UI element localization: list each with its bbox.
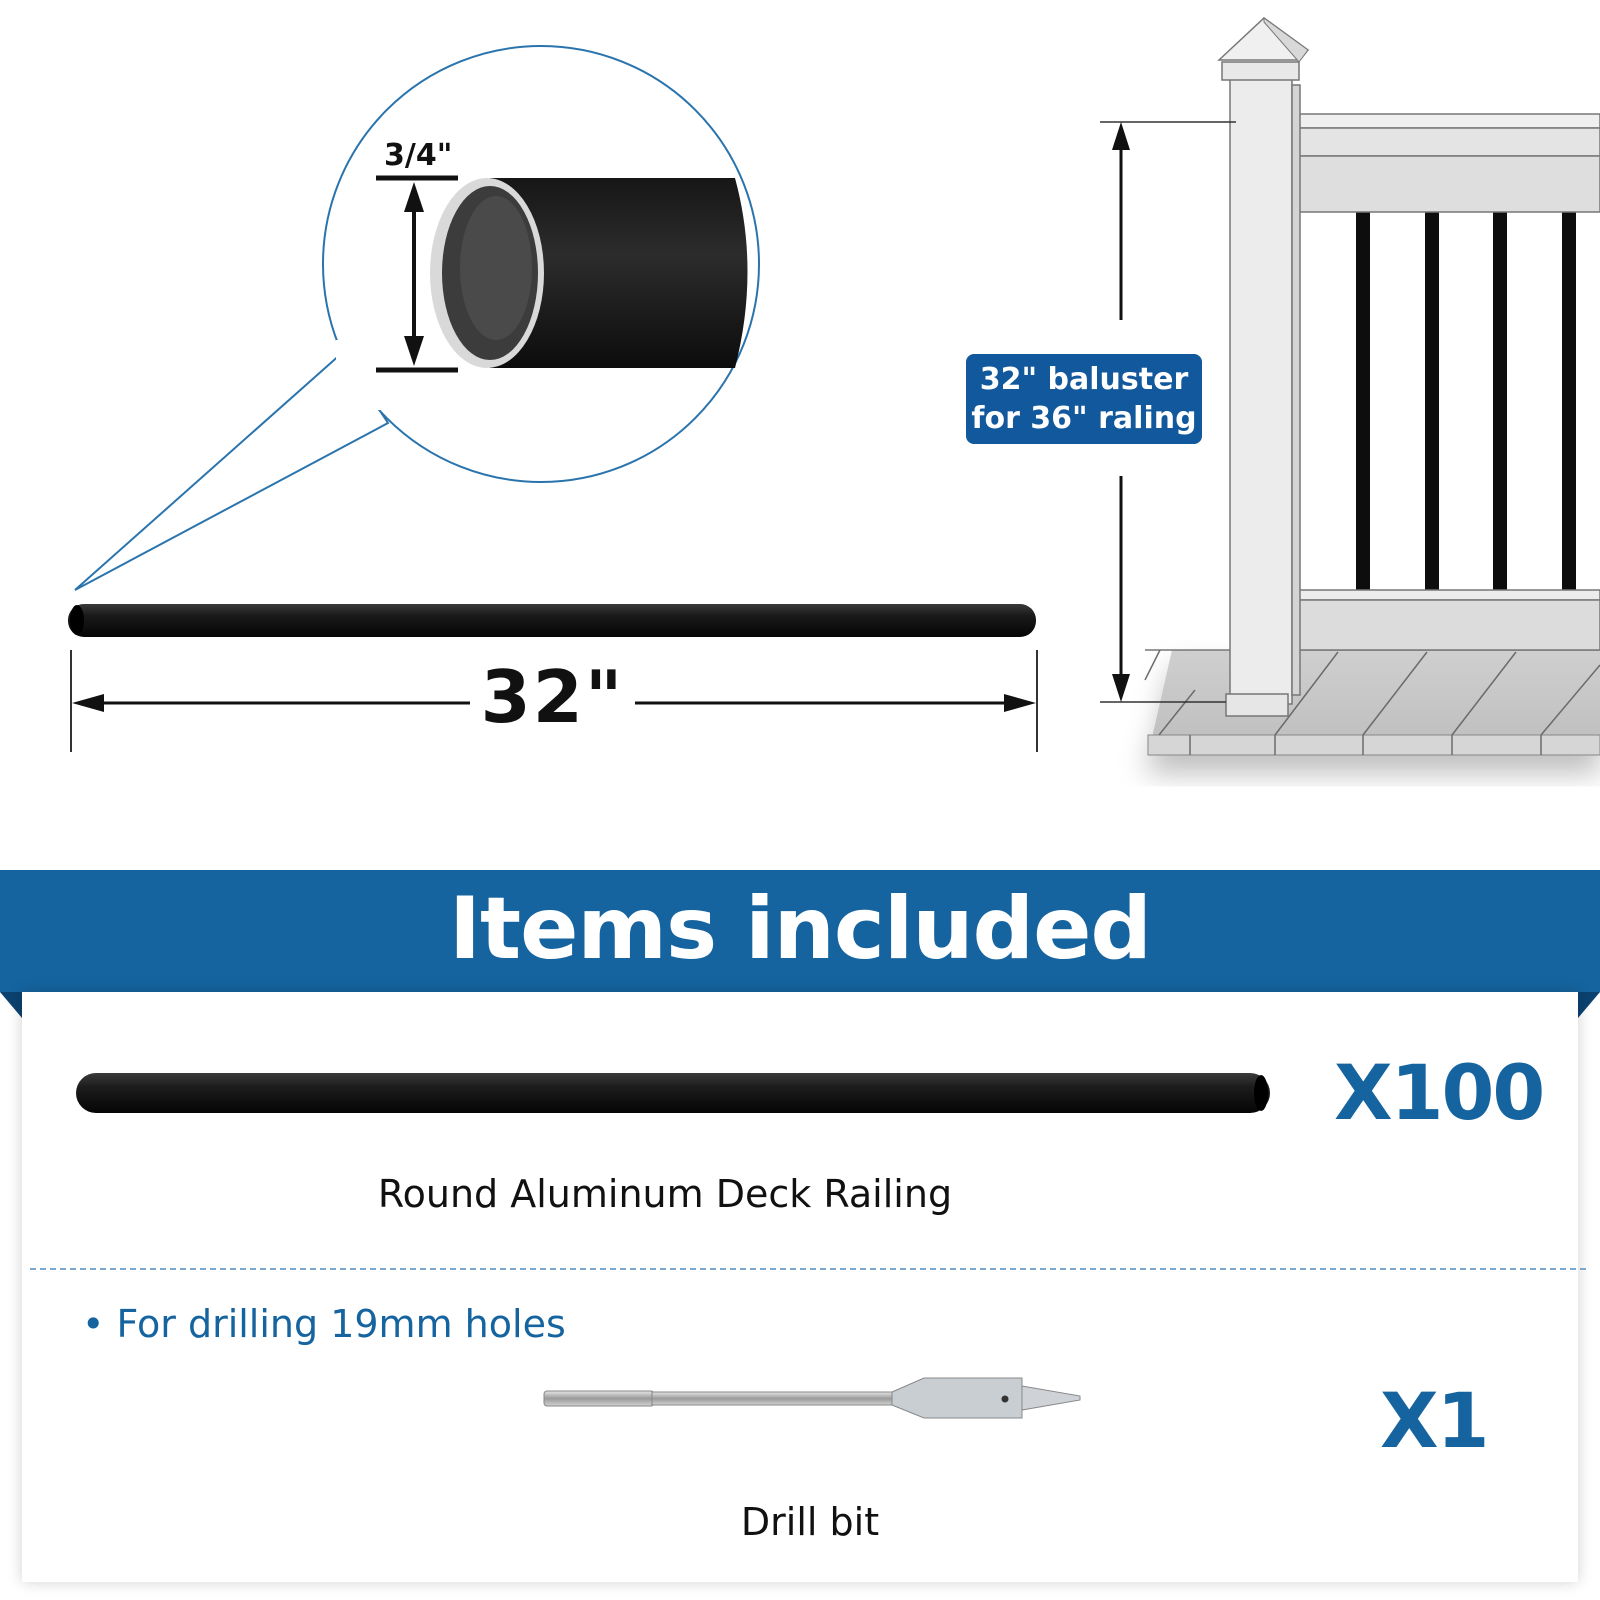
length-dimension [70, 650, 1038, 752]
railing-illustration [1144, 17, 1600, 756]
length-label: 32" [470, 655, 635, 739]
banner-fold-left [0, 992, 22, 1018]
item-divider [30, 1268, 1586, 1270]
drill-quantity: X1 [1380, 1376, 1489, 1465]
diameter-dimension [376, 175, 458, 373]
height-dimension [1100, 121, 1236, 703]
banner-fold-right [1578, 992, 1600, 1018]
railing-name: Round Aluminum Deck Railing [377, 1172, 953, 1216]
callout-line-1: 32" baluster [979, 362, 1189, 397]
drill-bit-image [543, 1377, 1081, 1419]
items-banner [0, 870, 1600, 992]
railing-tube-image [76, 1073, 1270, 1113]
drill-name: Drill bit [740, 1500, 880, 1544]
railing-quantity: X100 [1334, 1048, 1545, 1137]
callout-line-2: for 36" raling [971, 401, 1197, 436]
product-illustration [68, 17, 1600, 756]
baluster-tube [68, 604, 1036, 637]
drill-note: • For drilling 19mm holes [82, 1302, 566, 1346]
section-title: Items included [448, 879, 1152, 979]
magnifier-callout [74, 45, 760, 591]
diameter-label: 3/4" [384, 138, 453, 173]
baluster-callout-badge: 32" baluster for 36" raling [966, 354, 1202, 444]
